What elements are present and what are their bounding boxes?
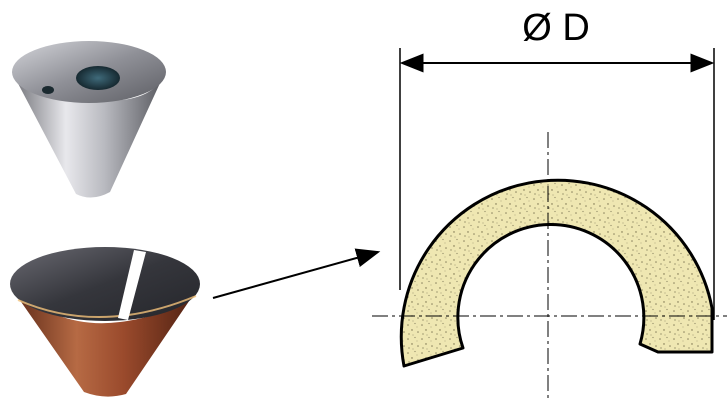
copper-rim-highlight <box>17 295 197 318</box>
dimension-label: Ø D <box>522 7 590 49</box>
nozzle-hole-large <box>76 66 120 90</box>
leader-arrow <box>212 248 381 299</box>
cone-nozzle-split <box>10 247 200 397</box>
copper-cone-body <box>10 285 200 397</box>
cone-nozzle-steel <box>12 41 166 198</box>
nozzle-slit <box>118 250 146 320</box>
abrasive-ring-section <box>399 178 714 368</box>
copper-cone-top <box>10 247 200 321</box>
nozzle-hole-small <box>42 86 54 94</box>
steel-cone-body <box>12 70 166 198</box>
